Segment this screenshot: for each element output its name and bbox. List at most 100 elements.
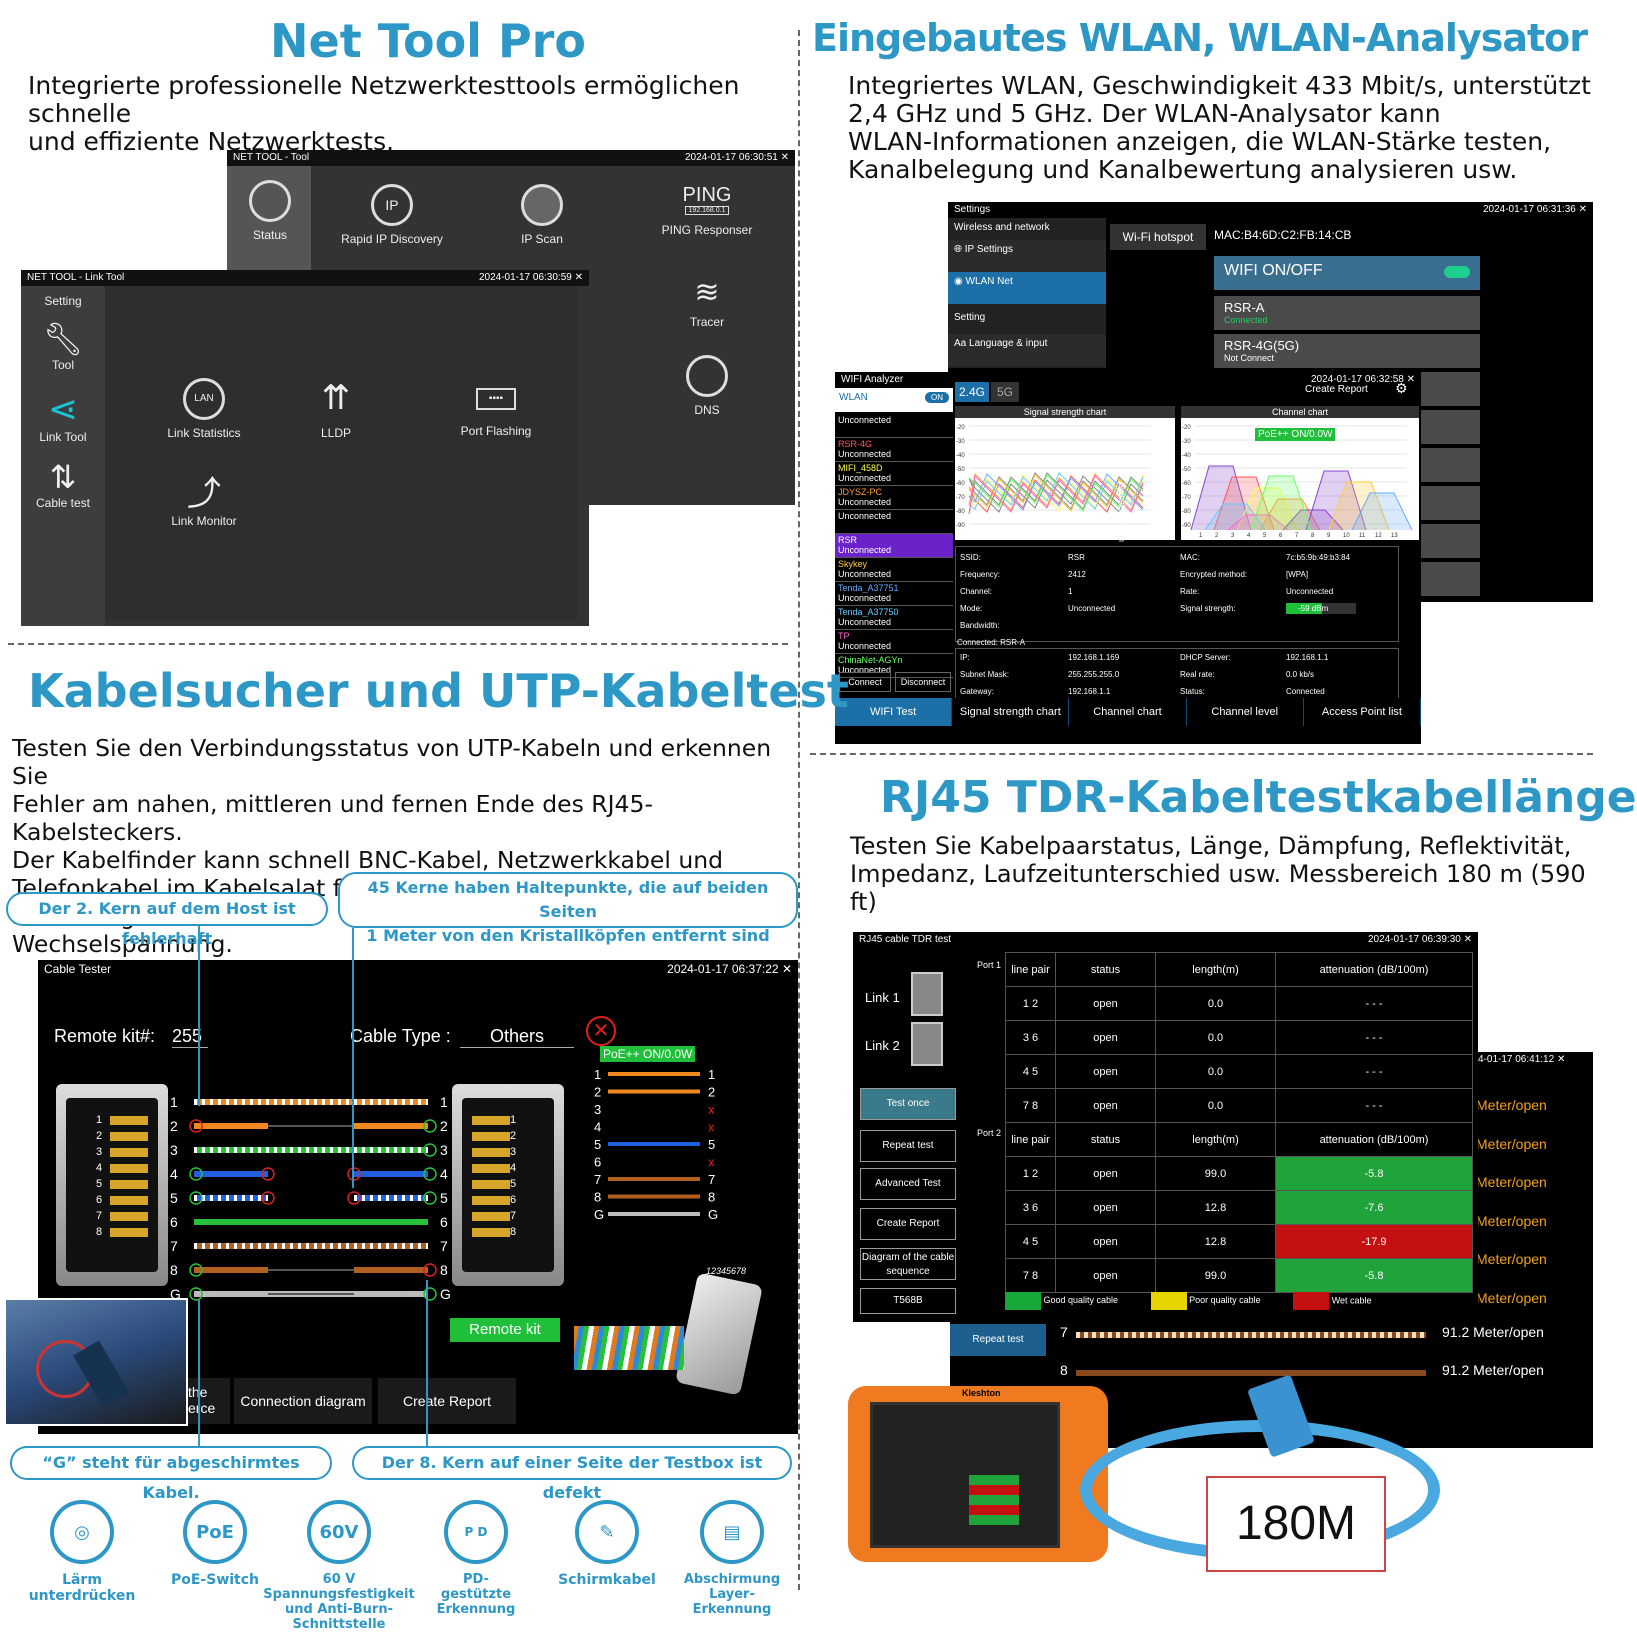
pin-number: 8 [510,1226,517,1238]
menu-item-wlan-net[interactable]: ◉ WLAN Net [948,272,1106,304]
horizontal-divider-right [810,753,1593,755]
sidebar-item-cable-test[interactable]: ⇅ Cable test [21,458,105,510]
connect-button[interactable]: Connect [839,672,891,692]
tile-dns[interactable]: DNS [657,355,757,417]
tab-access-points[interactable]: Access Point list [1303,698,1422,726]
x-tick-label: 5 [1263,533,1267,539]
cable-arrows-icon: ⇅ [49,459,77,495]
network-rsr-4g[interactable]: RSR-4G(5G) Not Connect [1214,334,1480,368]
band-tab-5g[interactable]: 5G [991,382,1019,402]
status-bar: RJ45 cable TDR test 2024-01-17 06:39:30 … [853,932,1478,948]
wlan-toggle[interactable]: ON [925,392,949,403]
connection-diagram-button[interactable]: Connection diagram [234,1378,372,1424]
band-tab-24g[interactable]: 2.4G [955,382,989,402]
pin-number: 4 [96,1162,103,1174]
close-icon[interactable]: ✕ [574,272,583,283]
error-x-icon [347,1191,361,1205]
pin-number: 6 [510,1194,517,1206]
y-tick-label: -20 [1182,425,1191,431]
map-pin-label: 2 [594,1085,601,1100]
remote-kit-button[interactable]: Remote kit [450,1318,560,1342]
connector-pin: 7 [96,1210,148,1222]
gold-contact [110,1163,148,1173]
tile-tracer[interactable]: ≋Tracer [657,275,757,329]
device-screen [870,1402,1060,1548]
wifi-icon: ◉ [954,276,963,287]
t568b-button[interactable]: T568B [860,1288,956,1314]
analyzer-tabbar: WIFI Test Signal strength chart Channel … [835,698,1422,726]
cable-sequence-button[interactable]: Diagram of the cable sequence [860,1248,956,1280]
tab-channel-chart[interactable]: Channel chart [1069,698,1187,726]
toggle-switch[interactable] [1444,266,1470,278]
callout-line-3 [198,1300,200,1448]
pin-number: 3 [510,1146,517,1158]
wifi-toggle-row[interactable]: WIFI ON/OFF [1214,256,1480,290]
nettool-desc: Integrierte professionelle Netzwerktestt… [28,71,740,156]
tile-port-flashing[interactable]: ▪▪▪▪Port Flashing [441,378,551,438]
sidebar-item-link-tool[interactable]: ⋖ Link Tool [21,388,105,444]
close-icon[interactable]: ✕ [1463,934,1472,945]
network-rsr-a[interactable]: RSR-A Connected [1214,296,1480,330]
close-icon[interactable]: ✕ [1578,204,1587,215]
pin-number: 5 [96,1178,103,1190]
y-tick-label: -50 [956,467,965,473]
disconnect-button[interactable]: Disconnect [895,672,951,692]
tile-ping[interactable]: PING 192.168.0.1 PING Responser [647,184,767,237]
menu-item-ip-settings[interactable]: 🌐︎ IP Settings [948,240,1106,272]
create-report-button[interactable]: Create Report [1305,384,1368,395]
channel-trapezoid [1282,509,1344,531]
close-icon[interactable]: ✕ [780,152,789,163]
sidebar-item-setting[interactable]: Setting [44,294,82,308]
repeat-test-button[interactable]: Repeat test [860,1130,956,1162]
cable-type-value[interactable]: Others [460,1026,574,1048]
signal-series-line [968,473,1144,511]
shield-layer-icon: ▤ [700,1500,764,1564]
map-pin-label: 1 [594,1067,601,1082]
test-once-button[interactable]: Test once [860,1088,956,1120]
create-report-button[interactable]: Create Report [378,1378,516,1424]
close-icon[interactable]: ✕ [1406,374,1415,385]
y-tick-label: -70 [1182,495,1191,501]
tile-ip-scan[interactable]: IP Scan [497,184,587,246]
list-item[interactable]: Unconnected [835,510,953,534]
hotspot-button[interactable]: Wi-Fi hotspot [1110,224,1206,250]
sidebar-item-tool[interactable]: 🔧︎ Tool [21,320,105,372]
pin-8-value: 91.2 Meter/open [1442,1362,1544,1378]
remote-kit-value[interactable]: 255 [172,1026,208,1048]
settings-gear-icon[interactable]: ⚙ [1395,380,1408,396]
repeat-test-button[interactable]: Repeat test [950,1324,1046,1356]
advanced-test-button[interactable]: Advanced Test [860,1168,956,1200]
pin-label-right: 7 [440,1238,448,1254]
menu-item-language[interactable]: Aa Language & input [948,334,1106,366]
list-item[interactable]: Unconnected [835,414,953,438]
tile-status[interactable]: Status [241,180,299,242]
create-report-button[interactable]: Create Report [860,1208,956,1240]
close-icon[interactable]: ✕ [1556,1054,1566,1065]
analyzer-screen: WIFI Analyzer 2024-01-17 06:32:58 ✕ WLAN… [835,372,1422,744]
tab-channel-level[interactable]: Channel level [1186,698,1304,726]
y-tick-label: -40 [956,453,965,459]
link1-label: Link 1 [865,990,900,1005]
pin-7-wire [1076,1332,1426,1338]
connector-pin: 2 [472,1130,524,1142]
tile-link-monitor[interactable]: ⤴Link Monitor [139,466,269,528]
tab-signal-strength[interactable]: Signal strength chart [952,698,1070,726]
x-tick-label: 6 [1279,533,1283,539]
close-icon[interactable]: ✕ [781,962,792,976]
tab-wifi-test[interactable]: WIFI Test [835,698,953,726]
tile-lldp[interactable]: ⇈LLDP [291,378,381,440]
